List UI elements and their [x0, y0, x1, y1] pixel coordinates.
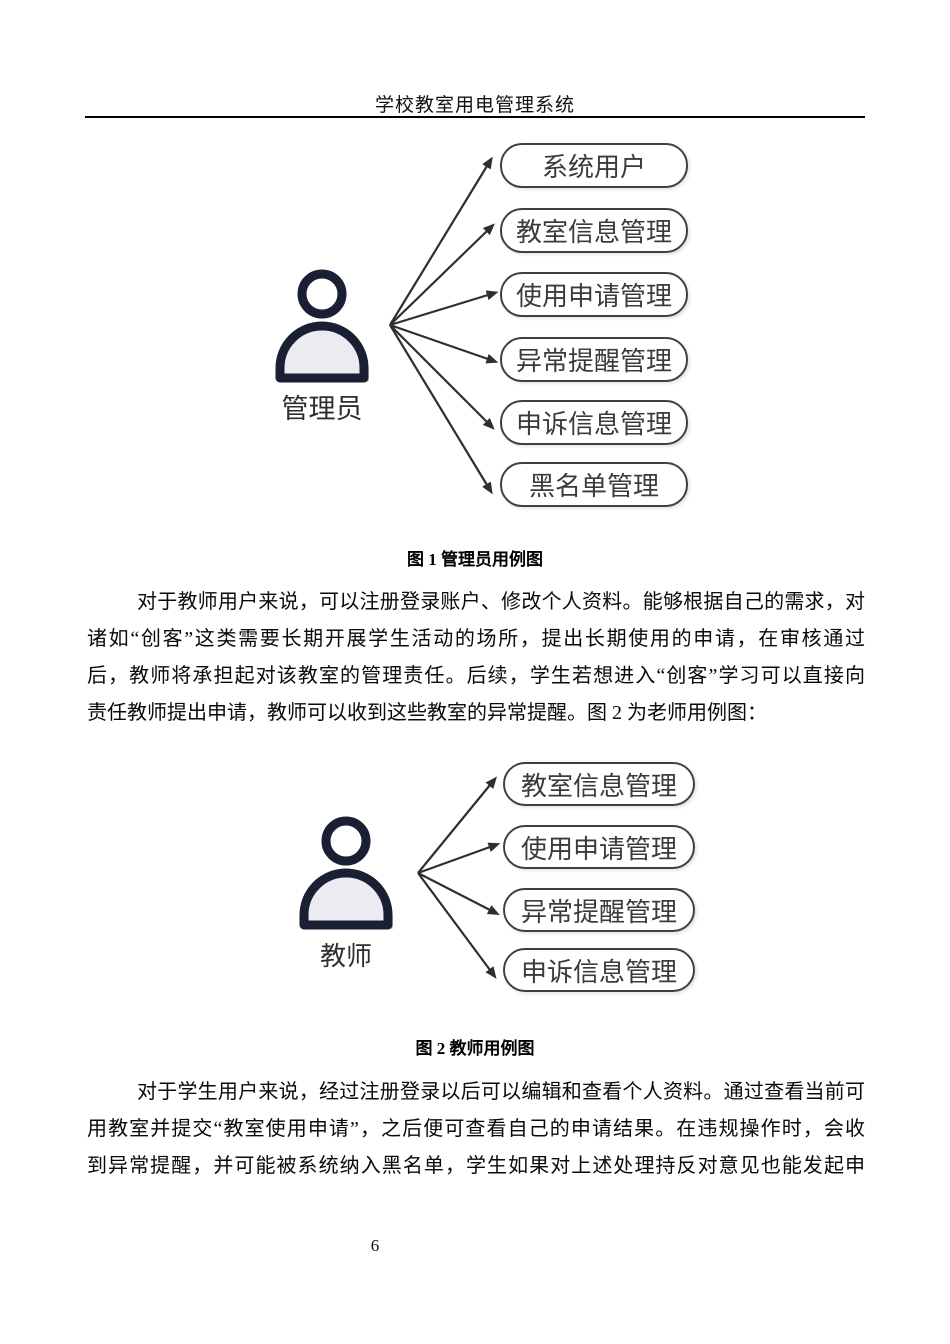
usecase-anomaly-alert-mgmt: 异常提醒管理: [503, 888, 695, 932]
paragraph-line: 诸如“创客”这类需要长期开展学生活动的场所，提出长期使用的申请，在审核通过: [87, 628, 865, 650]
page-number: 6: [370, 1236, 380, 1255]
arrow-to-usecase: [389, 324, 495, 430]
figure-1-caption: 图 1 管理员用例图: [407, 550, 543, 569]
usecase-blacklist-mgmt: 黑名单管理: [500, 462, 688, 507]
paragraph-teacher-users: 对于教师用户来说，可以注册登录账户、修改个人资料。能够根据自己的需求，对 诸如“…: [87, 584, 865, 732]
person-icon: [299, 816, 393, 930]
arrow-to-usecase: [389, 156, 493, 326]
arrow-to-usecase: [417, 872, 497, 979]
arrow-to-usecase: [389, 290, 499, 327]
figure-2-arrows: [417, 776, 501, 979]
arrow-to-usecase: [417, 842, 501, 875]
paragraph-line: 对于学生用户来说，经过注册登录以后可以编辑和查看个人资料。通过查看当前可: [137, 1081, 865, 1103]
person-icon: [275, 269, 369, 383]
figure-2-teacher-usecase-diagram: 教师 教室信息管理 使用申请管理 异常提醒管理 申诉信息管理: [0, 755, 950, 1005]
actor-label-admin: 管理员: [281, 394, 363, 424]
paragraph-line: 后，教师将承担起对该教室的管理责任。后续，学生若想进入“创客”学习可以直接向: [87, 665, 865, 687]
paragraph-line: 用教室并提交“教室使用申请”，之后便可查看自己的申请结果。在违规操作时，会收: [87, 1118, 865, 1140]
paragraph-student-users: 对于学生用户来说，经过注册登录以后可以编辑和查看个人资料。通过查看当前可 用教室…: [87, 1074, 865, 1185]
figure-1-arrows: [389, 156, 499, 495]
usecase-appeal-info-mgmt: 申诉信息管理: [500, 400, 688, 445]
paragraph-line: 对于教师用户来说，可以注册登录账户、修改个人资料。能够根据自己的需求，对: [137, 591, 865, 613]
usecase-anomaly-alert-mgmt: 异常提醒管理: [500, 337, 688, 382]
actor-label-teacher: 教师: [319, 941, 372, 971]
usecase-appeal-info-mgmt: 申诉信息管理: [503, 948, 695, 992]
usecase-classroom-info-mgmt: 教室信息管理: [503, 762, 695, 806]
paragraph-line: 责任教师提出申请，教师可以收到这些教室的异常提醒。图 2 为老师用例图：: [87, 702, 767, 724]
usecase-classroom-info-mgmt: 教室信息管理: [500, 208, 688, 253]
arrow-to-usecase: [389, 323, 499, 364]
arrow-to-usecase: [417, 776, 497, 874]
usecase-usage-request-mgmt: 使用申请管理: [500, 272, 688, 317]
header-rule: [85, 116, 865, 118]
paragraph-line: 到异常提醒，并可能被系统纳入黑名单，学生如果对上述处理持反对意见也能发起申: [87, 1155, 865, 1177]
figure-1-admin-usecase-diagram: 管理员 系统用户 教室信息管理 使用申请管理 异常提醒管理 申诉信息管理 黑名单…: [0, 135, 950, 520]
arrow-to-usecase: [417, 872, 500, 916]
arrow-to-usecase: [389, 324, 493, 495]
page-header-title: 学校教室用电管理系统: [374, 95, 575, 116]
figure-2-caption: 图 2 教师用例图: [415, 1039, 535, 1058]
arrow-to-usecase: [389, 223, 495, 326]
usecase-system-users: 系统用户: [500, 143, 688, 188]
usecase-usage-request-mgmt: 使用申请管理: [503, 825, 695, 869]
